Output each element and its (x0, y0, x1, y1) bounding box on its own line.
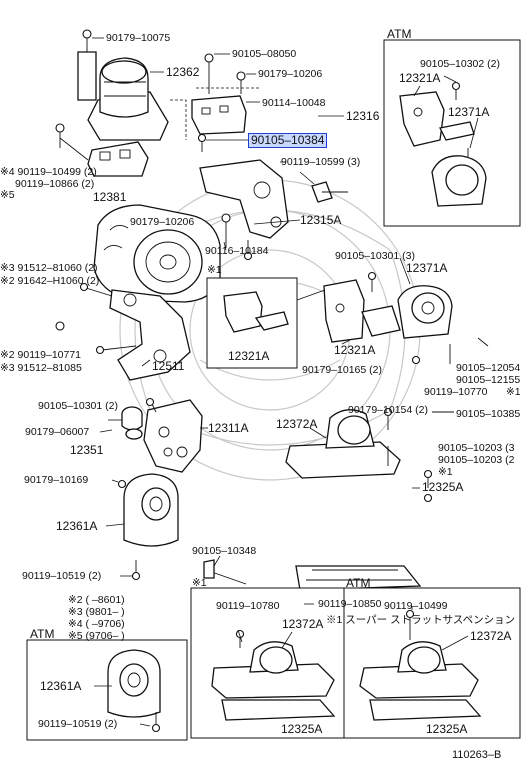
part-label: 90105–10203 (3 (438, 442, 515, 454)
part-label: 90119–10770 (424, 386, 488, 398)
mount-12361a-mid (117, 473, 247, 585)
part-label: 90114–10048 (262, 97, 326, 109)
atm-box-bottom-left (26, 639, 188, 741)
leader-lines (59, 37, 479, 727)
part-label: 12372A (470, 629, 512, 643)
part-label: 90105–10302 (2) (420, 58, 500, 70)
note-part-label: ※4 90119–10499 (2) (0, 166, 97, 178)
legend-line: ※2 ( –8601) (68, 594, 125, 606)
part-label: 12362 (166, 65, 200, 79)
part-label: 12321A (399, 71, 441, 85)
part-label: 90119–10780 (216, 600, 280, 612)
detail-box-12321a (206, 277, 326, 369)
part-label: 90105–10301 (2) (38, 400, 118, 412)
part-label: 90105–08050 (232, 48, 297, 60)
legend-line: ※3 (9801– ) (68, 606, 125, 618)
note-part-label: ※2 90119–10771 (0, 349, 82, 361)
atm-box-top (383, 39, 521, 227)
mount-12372a-bottom-left (211, 629, 336, 721)
part-label: 90179–10169 (24, 474, 89, 486)
part-label: 12361A (40, 679, 82, 693)
section-label-atm-bottom-right: ATM (346, 576, 371, 590)
mount-12371a-mid (323, 271, 489, 365)
section-label-atm-bottom-left: ATM (30, 627, 55, 641)
highlighted-part-label[interactable]: 90105–10384 (247, 133, 328, 148)
legend-line: ※5 (9706– ) (68, 630, 125, 642)
note-mark: ※5 (0, 189, 15, 201)
bracket-12381 (55, 123, 149, 177)
part-label: 12325A (422, 480, 464, 494)
part-label: 90179–10154 (2) (348, 404, 428, 416)
part-label: 12315A (300, 213, 342, 227)
part-label: 90119–10850 (318, 598, 382, 610)
note-mark: ※1 (438, 466, 453, 478)
part-label: 90179–10206 (258, 68, 323, 80)
note-part-label: ※3 91512–81085 (0, 362, 82, 374)
note-part-label: ※2 91642–H1060 (2) (0, 275, 100, 287)
part-label: 12371A (406, 261, 448, 275)
part-label: 90179–10206 (130, 216, 195, 228)
diagram-id: 110263–B (452, 749, 502, 761)
part-label: 90119–10519 (2) (38, 718, 118, 730)
part-label: 90179–06007 (25, 426, 90, 438)
part-label: 12311A (208, 421, 249, 435)
part-label: 12381 (93, 190, 127, 204)
bracket-12511 (55, 282, 191, 381)
part-label: 12325A (426, 722, 468, 736)
section-label-note1: ※1 (207, 264, 222, 276)
section-label-note1-box: ※1 (192, 577, 207, 589)
part-label: 90105–10348 (192, 545, 257, 557)
mount-12372a-bottom-right (359, 609, 482, 721)
part-label: 90105–10301 (3) (335, 250, 415, 262)
bracket-12311a (143, 397, 203, 473)
part-label: 90179–10165 (2) (302, 364, 382, 376)
mount-12362 (77, 29, 169, 141)
legend-line: ※4 ( –9706) (68, 618, 125, 630)
part-label: 90119–10519 (2) (22, 570, 102, 582)
note-mark: ※1 (506, 386, 521, 398)
note-part-label: ※3 91512–81060 (2) (0, 262, 98, 274)
part-label: 90119–10599 (3) (281, 156, 361, 168)
part-label: 90105–12155 (456, 374, 521, 386)
part-label: 12321A (228, 349, 270, 363)
part-label: 12371A (448, 105, 490, 119)
part-label: 90105–12054 (456, 362, 521, 374)
part-label: 12321A (334, 343, 376, 357)
part-label: 12325A (281, 722, 323, 736)
part-label: 90116–10184 (205, 245, 269, 257)
part-label: 12351 (70, 443, 104, 457)
bracket-12316 (191, 53, 247, 152)
part-label: 12511 (152, 359, 185, 373)
part-label: 12316 (346, 109, 380, 123)
part-label: 90119–10499 (384, 600, 448, 612)
part-label: 12372A (282, 617, 324, 631)
bracket-12315a (199, 159, 348, 261)
mount-12372a-mid (285, 407, 454, 605)
part-label: 12361A (56, 519, 98, 533)
section-label-atm-top: ATM (387, 27, 412, 41)
part-label: 90105–10385 (456, 408, 521, 420)
part-label: 90179–10075 (106, 32, 171, 44)
part-label: 90105–10203 (2 (438, 454, 515, 466)
bushing-12351 (121, 406, 143, 440)
strut-suspension-note: ※1 スーパー ストラットサスペンション (326, 614, 516, 626)
part-label: 90119–10866 (2) (15, 178, 95, 190)
part-label: 12372A (276, 417, 318, 431)
